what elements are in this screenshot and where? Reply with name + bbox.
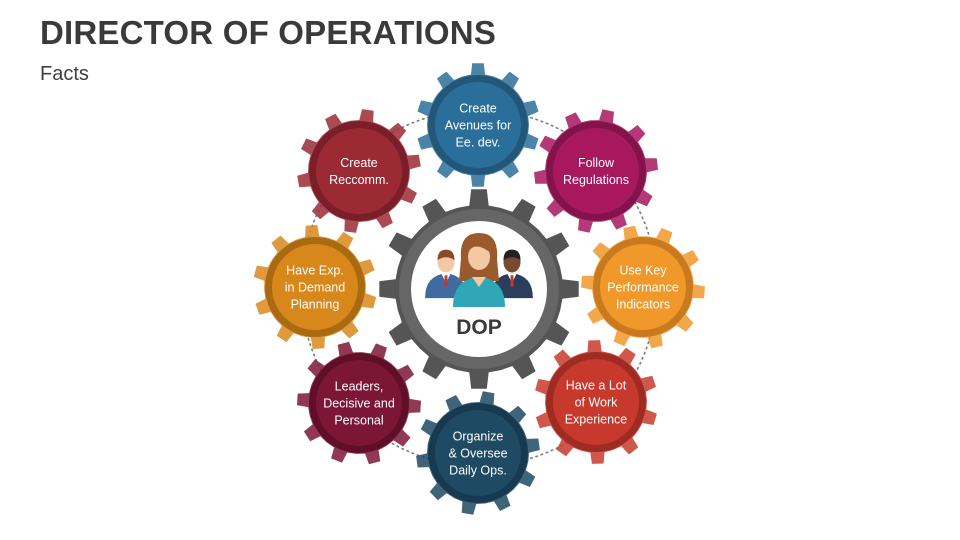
center-label: DOP <box>456 316 502 339</box>
gear-label-line: Daily Ops. <box>449 464 507 478</box>
gear-label-line: Create <box>459 102 497 116</box>
gear-label-line: Performance <box>607 281 679 295</box>
gear-label-line: Decisive and <box>323 397 395 411</box>
center-gear-dop: DOP <box>379 189 579 389</box>
gear-face <box>435 82 521 168</box>
gear-label-line: in Demand <box>285 281 345 295</box>
gear-label-line: Indicators <box>616 298 670 312</box>
gear-label-line: Organize <box>453 430 504 444</box>
gear-face <box>553 128 639 214</box>
gear-face <box>316 128 402 214</box>
gear-face <box>600 244 686 330</box>
gear-label-line: Planning <box>291 298 340 312</box>
gear-label-line: Leaders, <box>335 380 384 394</box>
gear-label-line: Have Exp. <box>286 264 344 278</box>
gear-label-line: of Work <box>575 396 619 410</box>
gear-face <box>316 360 402 446</box>
gear-face <box>272 244 358 330</box>
gear-label-line: Have a Lot <box>566 379 627 393</box>
gear-label-line: & Oversee <box>448 447 507 461</box>
gear-label-line: Use Key <box>619 264 667 278</box>
person-icon <box>453 233 505 307</box>
gear-face <box>553 359 639 445</box>
gear-label-line: Ee. dev. <box>456 136 501 150</box>
page-title: DIRECTOR OF OPERATIONS <box>40 14 497 51</box>
page-subtitle: Facts <box>40 63 89 85</box>
people-group-icon <box>425 233 533 307</box>
gear-label-line: Avenues for <box>445 119 511 133</box>
gear-label-line: Experience <box>565 413 628 427</box>
gear-label-line: Reccomm. <box>329 173 389 187</box>
gear-label-line: Follow <box>578 156 615 170</box>
gear-face <box>435 410 521 496</box>
gear-label-line: Personal <box>334 414 383 428</box>
gear-label-line: Create <box>340 156 378 170</box>
gear-label-line: Regulations <box>563 173 629 187</box>
